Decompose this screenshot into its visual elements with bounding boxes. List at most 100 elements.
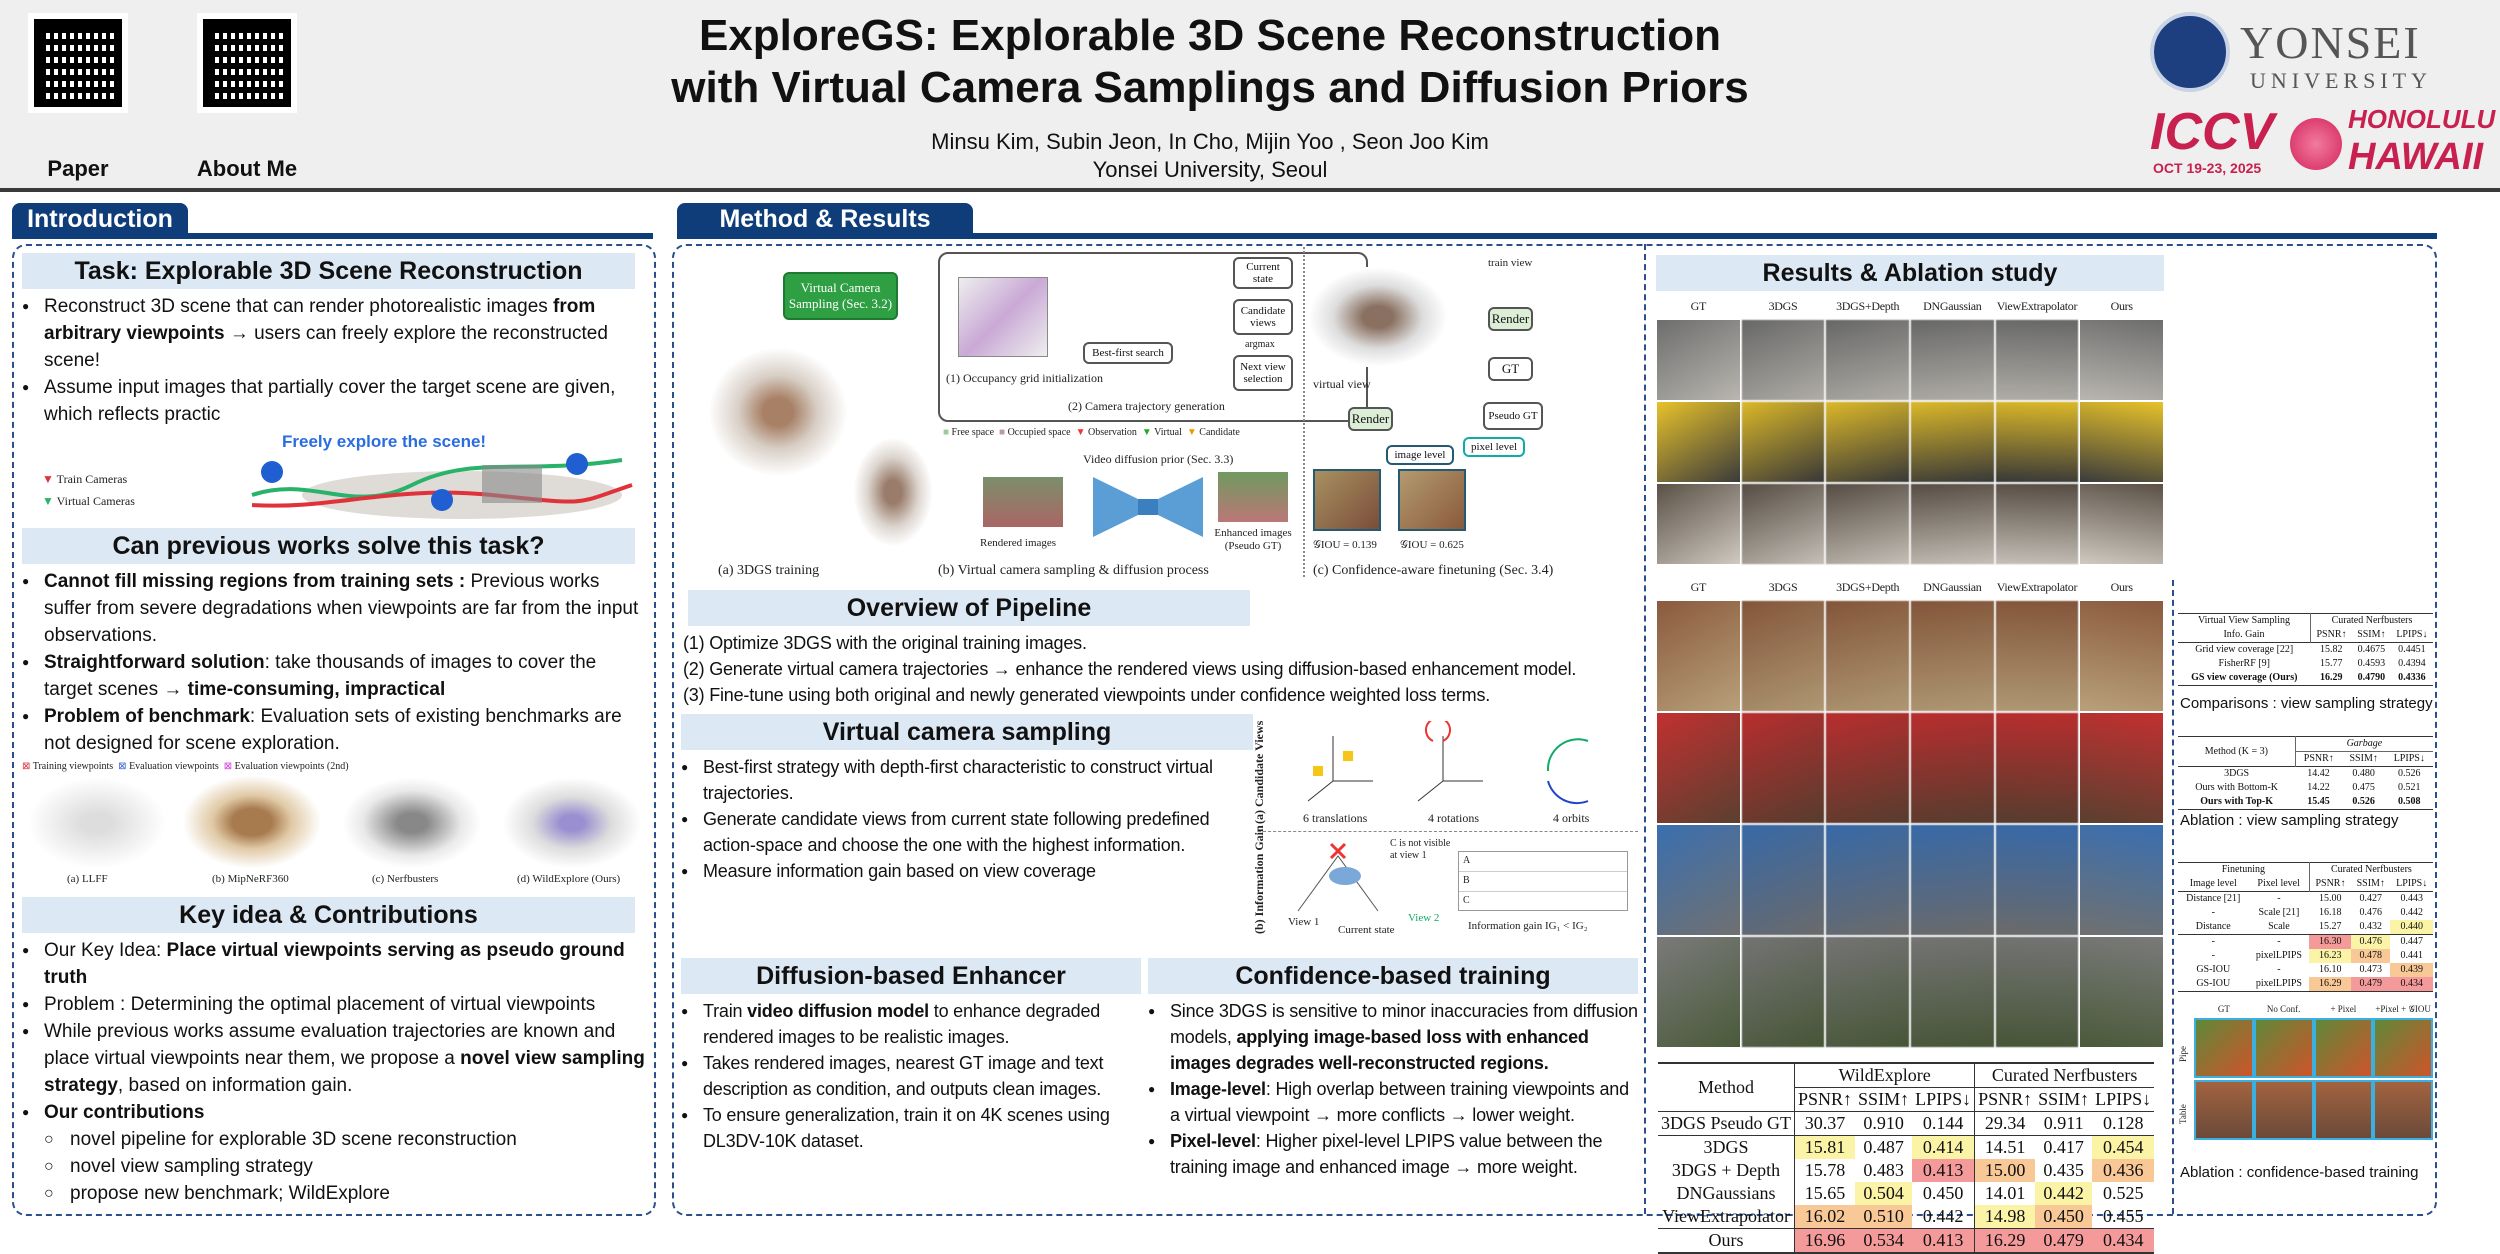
metric-cell: 0.525 bbox=[2102, 1183, 2144, 1203]
strip-image bbox=[2313, 1018, 2374, 1078]
table-cell: - bbox=[2211, 950, 2215, 961]
table-cell: 0.526 bbox=[2352, 796, 2375, 807]
table-cell: Distance [21] bbox=[2186, 893, 2241, 904]
column-label: ViewExtrapolator bbox=[1996, 299, 2078, 313]
table-cell: 15.45 bbox=[2307, 796, 2330, 807]
train-cameras-legend: ▼ Train Cameras bbox=[42, 472, 128, 486]
table-cell: - bbox=[2277, 936, 2281, 947]
confidence-section: Confidence-based training Since 3DGS is … bbox=[1148, 958, 1638, 1180]
explore-scene-illustration bbox=[251, 453, 633, 519]
metric-cell: 0.487 bbox=[1863, 1137, 1904, 1157]
table-header: Curated Nerfbusters bbox=[2331, 615, 2413, 626]
bullet-item: Problem : Determining the optimal placem… bbox=[22, 991, 646, 1018]
intro-content: Task: Explorable 3D Scene Reconstruction… bbox=[22, 253, 646, 1207]
intro-panel bbox=[12, 244, 656, 1216]
table-header: Finetuning bbox=[2178, 862, 2310, 877]
rendered-images-stack bbox=[983, 477, 1063, 527]
llff-plot bbox=[27, 777, 167, 869]
virtual-camera-heading: Virtual camera sampling bbox=[681, 714, 1253, 750]
caption-llff: (a) LLFF bbox=[67, 873, 108, 885]
metric-cell: 16.02 bbox=[1794, 1205, 1856, 1229]
next-view-box: Next view selection bbox=[1233, 355, 1293, 391]
bullet-text: Problem of benchmark bbox=[44, 706, 250, 727]
metric-cell: 30.37 bbox=[1804, 1113, 1846, 1133]
table-cell: 0.447 bbox=[2400, 936, 2423, 947]
result-image bbox=[1910, 319, 1995, 401]
metric-header: SSIM↑ bbox=[2038, 1089, 2090, 1109]
about-me-qr-code[interactable] bbox=[197, 13, 297, 113]
table-cell: Grid view coverage [22] bbox=[2195, 644, 2294, 655]
explore-scene-figure: ▼ Train Cameras ▼ Virtual Cameras Freely… bbox=[22, 432, 646, 524]
information-gain-side-label: (b) Information Gain bbox=[1252, 825, 1266, 934]
table-cell: 15.00 bbox=[2318, 893, 2342, 904]
result-image bbox=[1994, 712, 2080, 824]
topk-table-caption: Ablation : view sampling strategy bbox=[2180, 812, 2399, 829]
metric-cell: 16.96 bbox=[1794, 1228, 1856, 1253]
giou-low-label: 𝒢IOU = 0.139 bbox=[1313, 539, 1377, 551]
observation-icon: ▼ bbox=[1075, 427, 1086, 438]
metric-cell: 0.910 bbox=[1863, 1113, 1904, 1133]
column-label: 3DGS bbox=[1768, 580, 1798, 594]
caption-nerfbusters: (c) Nerfbusters bbox=[372, 873, 439, 885]
bullet-item: Our contributions bbox=[22, 1099, 646, 1126]
paper-qr-code[interactable] bbox=[28, 13, 128, 113]
giou-high-label: 𝒢IOU = 0.625 bbox=[1400, 539, 1464, 551]
table-header: Garbage bbox=[2295, 736, 2433, 752]
bullet-text: Previous works suffer from severe degrad… bbox=[44, 571, 639, 646]
result-image bbox=[1825, 712, 1910, 824]
yonsei-wordmark-sub: UNIVERSITY bbox=[2250, 68, 2432, 93]
table-cell: 0.4336 bbox=[2398, 672, 2426, 683]
diffusion-bullets: Train video diffusion model to enhance d… bbox=[681, 998, 1141, 1154]
metric-cell: 0.144 bbox=[1912, 1111, 1976, 1136]
group-header: Curated Nerfbusters bbox=[1974, 1063, 2155, 1088]
bullet-text: time-consuming, impractical bbox=[187, 679, 446, 700]
video-prior-label: Video diffusion prior (Sec. 3.3) bbox=[1083, 452, 1234, 466]
table-header: Info. Gain bbox=[2178, 628, 2312, 643]
column-label: Ours bbox=[2110, 299, 2133, 313]
column-label: GT bbox=[1690, 580, 1707, 594]
pipeline-figure: Virtual Camera Sampling (Sec. 3.2) (1) O… bbox=[688, 247, 1633, 582]
result-image bbox=[1994, 824, 2080, 936]
result-image bbox=[1994, 319, 2080, 401]
column-label: 3DGS+Depth bbox=[1836, 580, 1900, 594]
strip-row-label: Pipe bbox=[2178, 1045, 2188, 1062]
wildexplore-plot bbox=[502, 777, 642, 869]
bullet-text: Image-level bbox=[1170, 1079, 1266, 1099]
bullet-text: applying image-based loss with enhanced … bbox=[1170, 1027, 1589, 1073]
table-cell: 0.476 bbox=[2359, 907, 2383, 918]
virtual-icon: ▼ bbox=[1141, 427, 1152, 438]
result-image bbox=[1656, 401, 1741, 483]
authors: Minsu Kim, Subin Jeon, In Cho, Mijin Yoo… bbox=[931, 129, 1489, 154]
bullet-item: Assume input images that partially cover… bbox=[22, 374, 646, 428]
bullet-item: Reconstruct 3D scene that can render pho… bbox=[22, 293, 646, 374]
yonsei-wordmark: YONSEI bbox=[2240, 17, 2421, 68]
virtual-camera-section: Virtual camera sampling Best-first strat… bbox=[681, 714, 1253, 884]
strip-image bbox=[2194, 1080, 2254, 1140]
bullet-text: Best-first strategy with depth-first cha… bbox=[703, 757, 1213, 803]
method-cell: 3DGS + Depth bbox=[1658, 1159, 1796, 1182]
table-cell: 0.440 bbox=[2390, 920, 2433, 935]
result-image bbox=[2079, 319, 2164, 401]
strip-label: +Pixel + 𝒢IOU bbox=[2375, 1004, 2431, 1014]
column-label: DNGaussian bbox=[1923, 580, 1982, 594]
metric-cell: 0.510 bbox=[1855, 1205, 1913, 1229]
metric-cell: 14.98 bbox=[1974, 1205, 2036, 1229]
strip-image bbox=[2373, 1080, 2433, 1140]
table-cell: 16.23 bbox=[2309, 949, 2352, 963]
bullet-text: Cannot fill missing regions from trainin… bbox=[44, 571, 466, 592]
bullet-text: Generate candidate views from current st… bbox=[703, 809, 1210, 855]
candidate-views-side-label: (a) Candidate Views bbox=[1252, 720, 1266, 824]
strip-image bbox=[2194, 1018, 2254, 1078]
bullet-text: Straightforward solution bbox=[44, 652, 265, 673]
trajectory-caption: (2) Camera trajectory generation bbox=[1068, 399, 1225, 413]
argmax-label: argmax bbox=[1245, 339, 1275, 350]
metric-cell: 0.534 bbox=[1855, 1228, 1913, 1253]
table-cell: 0.432 bbox=[2359, 921, 2383, 932]
group-header: WildExplore bbox=[1794, 1063, 1976, 1088]
